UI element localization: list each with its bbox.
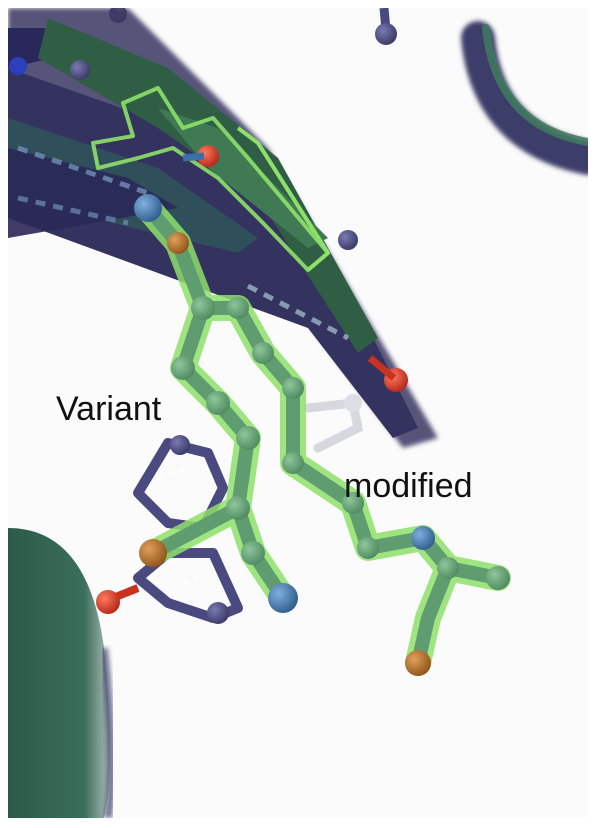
modified-side-chain [134, 194, 511, 676]
protein-structure-scene [8, 8, 588, 818]
modified-label: modified [344, 467, 473, 505]
top-right-helix-tube [461, 21, 588, 175]
molecular-viewport[interactable]: Variant modified [8, 8, 588, 818]
backbone-atoms-top [9, 57, 408, 392]
faded-residue [303, 394, 364, 453]
variant-label: Variant [56, 390, 162, 428]
hydrogen-bonds [17, 145, 350, 341]
bottom-left-surface-blob [8, 528, 116, 818]
green-ribbon-strand [38, 18, 378, 353]
